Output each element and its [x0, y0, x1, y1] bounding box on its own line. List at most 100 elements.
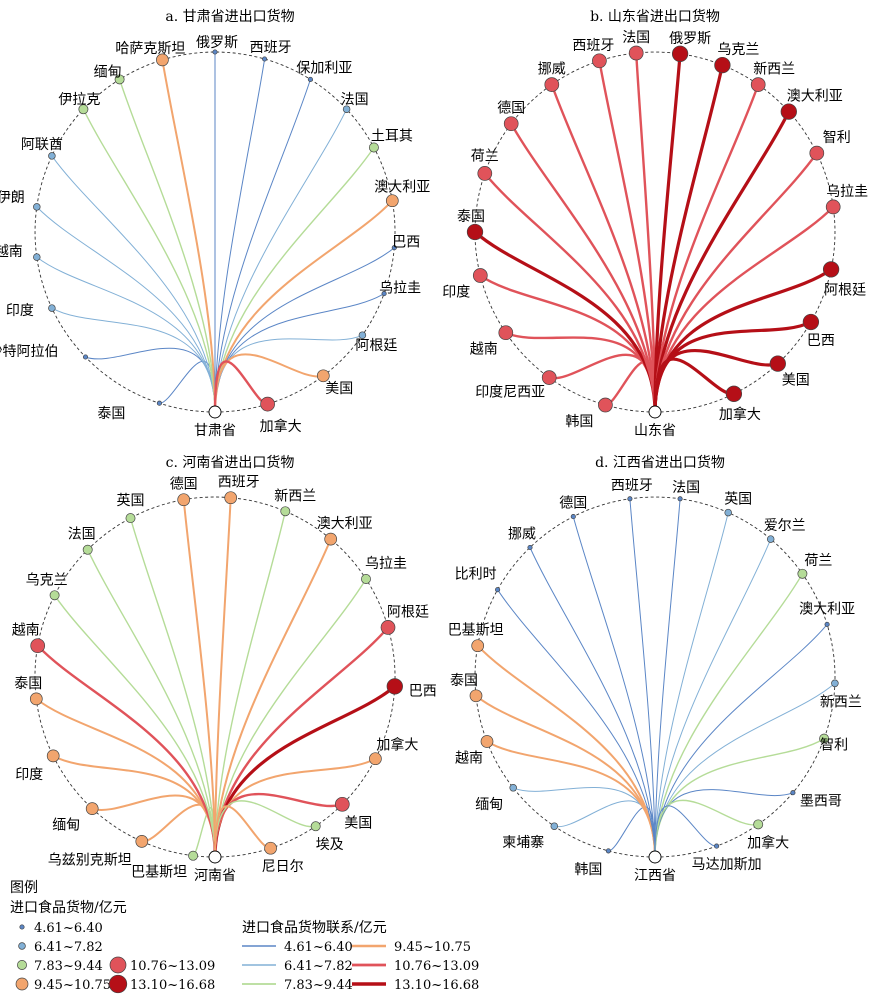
- partner-label-14: 土耳其: [371, 129, 413, 145]
- partner-node-2: [135, 835, 149, 848]
- partner-node-14: [368, 142, 379, 153]
- partner-node-8: [82, 544, 93, 555]
- partner-label-13: 澳大利亚: [317, 516, 373, 532]
- link-17: [214, 757, 377, 858]
- partner-label-10: 德国: [170, 477, 198, 493]
- link-20: [653, 357, 736, 414]
- legend-link-label-2: 6.41~7.82: [284, 959, 353, 974]
- link-11: [214, 58, 266, 413]
- partner-label-16: 巴西: [409, 683, 437, 699]
- link-14: [214, 146, 375, 413]
- partner-node-3: [48, 304, 56, 312]
- link-7: [82, 108, 216, 413]
- link-13: [654, 538, 772, 858]
- partner-node-19: [769, 355, 786, 372]
- link-6: [51, 155, 216, 413]
- link-12: [214, 510, 286, 858]
- link-7: [510, 122, 657, 414]
- partner-node-15: [385, 194, 399, 208]
- panel-title: a. 甘肃省进出口货物: [165, 8, 294, 25]
- partner-label-3: 越南: [470, 342, 498, 358]
- legend-node-label-1: 4.61~6.40: [34, 921, 103, 936]
- link-20: [654, 805, 718, 858]
- link-9: [161, 58, 216, 413]
- partner-label-5: 泰国: [450, 673, 478, 689]
- partner-node-9: [570, 514, 576, 520]
- partner-label-15: 澳大利亚: [799, 601, 855, 617]
- partner-node-4: [46, 749, 60, 763]
- link-14: [654, 573, 804, 858]
- partner-node-18: [334, 796, 350, 812]
- legend-node-label-2: 6.41~7.82: [34, 940, 103, 955]
- link-12: [654, 512, 729, 858]
- partner-label-2: 沙特阿拉伯: [0, 344, 59, 360]
- partner-label-18: 阿根廷: [355, 338, 397, 354]
- partner-node-20: [725, 385, 743, 402]
- legend-node-1: [19, 924, 25, 930]
- partner-label-8: 缅甸: [94, 64, 122, 80]
- legend-node-3: [17, 960, 27, 970]
- partner-label-4: 印度: [442, 285, 470, 301]
- partner-label-14: 荷兰: [804, 553, 832, 569]
- partner-label-3: 缅甸: [52, 818, 80, 834]
- hub-label: 江西省: [634, 868, 676, 884]
- link-7: [497, 589, 656, 858]
- partner-node-9: [125, 513, 136, 524]
- partner-node-14: [780, 103, 797, 120]
- partner-node-15: [809, 145, 825, 161]
- link-6: [36, 644, 217, 859]
- partner-node-18: [358, 331, 367, 339]
- partner-label-16: 新西兰: [820, 694, 862, 710]
- partner-label-1: 巴基斯坦: [131, 864, 187, 881]
- link-4: [36, 256, 216, 413]
- partner-node-14: [361, 574, 371, 584]
- legend-node-label-6: 13.10~16.68: [130, 978, 215, 993]
- partner-node-5: [29, 692, 43, 706]
- partner-node-11: [671, 45, 689, 62]
- partner-label-14: 乌拉圭: [365, 556, 407, 572]
- partner-label-13: 爱尔兰: [764, 518, 806, 534]
- partner-label-12: 乌克兰: [717, 42, 759, 58]
- partner-label-19: 加拿大: [747, 834, 789, 851]
- partner-node-20: [264, 841, 277, 855]
- partner-node-19: [753, 819, 764, 830]
- partner-node-12: [714, 56, 731, 74]
- partner-label-12: 保加利亚: [296, 60, 352, 76]
- partner-label-19: 美国: [782, 373, 810, 389]
- legend-items: 4.61~6.406.41~7.827.83~9.449.45~10.7510.…: [15, 921, 479, 994]
- partner-node-6: [471, 639, 485, 653]
- legend-link-label-6: 13.10~16.68: [394, 978, 479, 993]
- legend-node-title: 进口食品货物/亿元: [10, 899, 127, 916]
- partner-node-3: [498, 325, 514, 341]
- partner-label-4: 越南: [455, 751, 483, 767]
- partner-label-2: 乌兹别克斯坦: [48, 852, 132, 868]
- partner-node-1: [605, 848, 611, 854]
- panel-title: c. 河南省进出口货物: [166, 454, 295, 471]
- partner-node-16: [825, 199, 841, 215]
- link-8: [550, 83, 657, 414]
- partner-label-1: 韩国: [565, 414, 593, 430]
- partner-node-17: [822, 261, 840, 278]
- partner-label-2: 印度尼西亚: [475, 385, 545, 401]
- partner-node-1: [156, 400, 162, 406]
- link-19: [654, 799, 759, 858]
- link-12: [653, 63, 724, 414]
- partner-label-9: 德国: [559, 496, 587, 512]
- legend-link-label-3: 7.83~9.44: [284, 978, 353, 993]
- partner-node-20: [714, 843, 720, 849]
- hub-label: 山东省: [634, 423, 676, 439]
- link-7: [53, 594, 216, 858]
- link-9: [598, 59, 657, 414]
- partner-label-6: 荷兰: [471, 148, 499, 164]
- partner-node-6: [477, 166, 493, 181]
- panel-gansu: a. 甘肃省进出口货物 甘肃省泰国沙特阿拉伯印度越南伊朗阿联酋伊拉克缅甸哈萨克斯…: [0, 8, 430, 439]
- partner-label-19: 美国: [325, 381, 353, 397]
- hub-node: [648, 405, 662, 419]
- partner-label-9: 英国: [117, 492, 145, 509]
- partner-node-12: [307, 76, 313, 82]
- partner-node-12: [280, 506, 291, 517]
- partner-label-4: 越南: [0, 244, 23, 260]
- partner-node-1: [188, 850, 199, 861]
- partner-label-18: 墨西哥: [800, 794, 842, 810]
- link-9: [129, 517, 216, 858]
